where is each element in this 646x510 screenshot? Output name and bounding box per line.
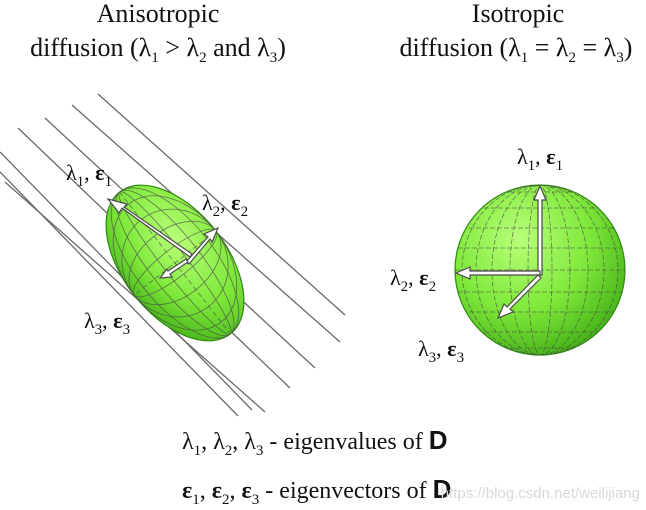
- right-title-line2: diffusion (λ1 = λ2 = λ3): [400, 33, 633, 66]
- ellipsoid-arrow-1: [106, 197, 193, 258]
- ellipsoid-arrows: [106, 197, 220, 279]
- right-title: Isotropic diffusion (λ1 = λ2 = λ3): [400, 0, 633, 66]
- ellipsoid: [105, 184, 245, 342]
- right-label-2: λ2, ε2: [390, 265, 436, 295]
- left-label-2: λ2, ε2: [202, 190, 248, 220]
- watermark: https://blog.csdn.net/weilijiang: [441, 485, 640, 502]
- left-label-1: λ1, ε1: [66, 160, 112, 190]
- right-label-1: λ1, ε1: [517, 144, 563, 174]
- right-label-3: λ3, ε3: [418, 336, 464, 366]
- left-title-line2: diffusion (λ1 > λ2 and λ3): [30, 33, 286, 66]
- sphere-arrow-1: [533, 184, 547, 276]
- sphere-arrows: [454, 184, 547, 320]
- sphere-arrow-3: [496, 274, 542, 320]
- sphere-arrow-2: [454, 266, 541, 280]
- ellipsoid-arrow-2: [185, 226, 220, 265]
- legend-eigenvectors: ε1, ε2, ε3 - eigenvectors of D: [182, 474, 451, 508]
- left-label-3: λ3, ε3: [84, 308, 130, 338]
- legend-eigenvalues: λ1, λ2, λ3 - eigenvalues of D: [182, 425, 447, 459]
- right-title-line1: Isotropic: [472, 0, 564, 28]
- left-title: Anisotropic diffusion (λ1 > λ2 and λ3): [30, 0, 286, 66]
- left-title-line1: Anisotropic: [97, 0, 220, 28]
- ellipsoid-arrow-3: [158, 258, 189, 279]
